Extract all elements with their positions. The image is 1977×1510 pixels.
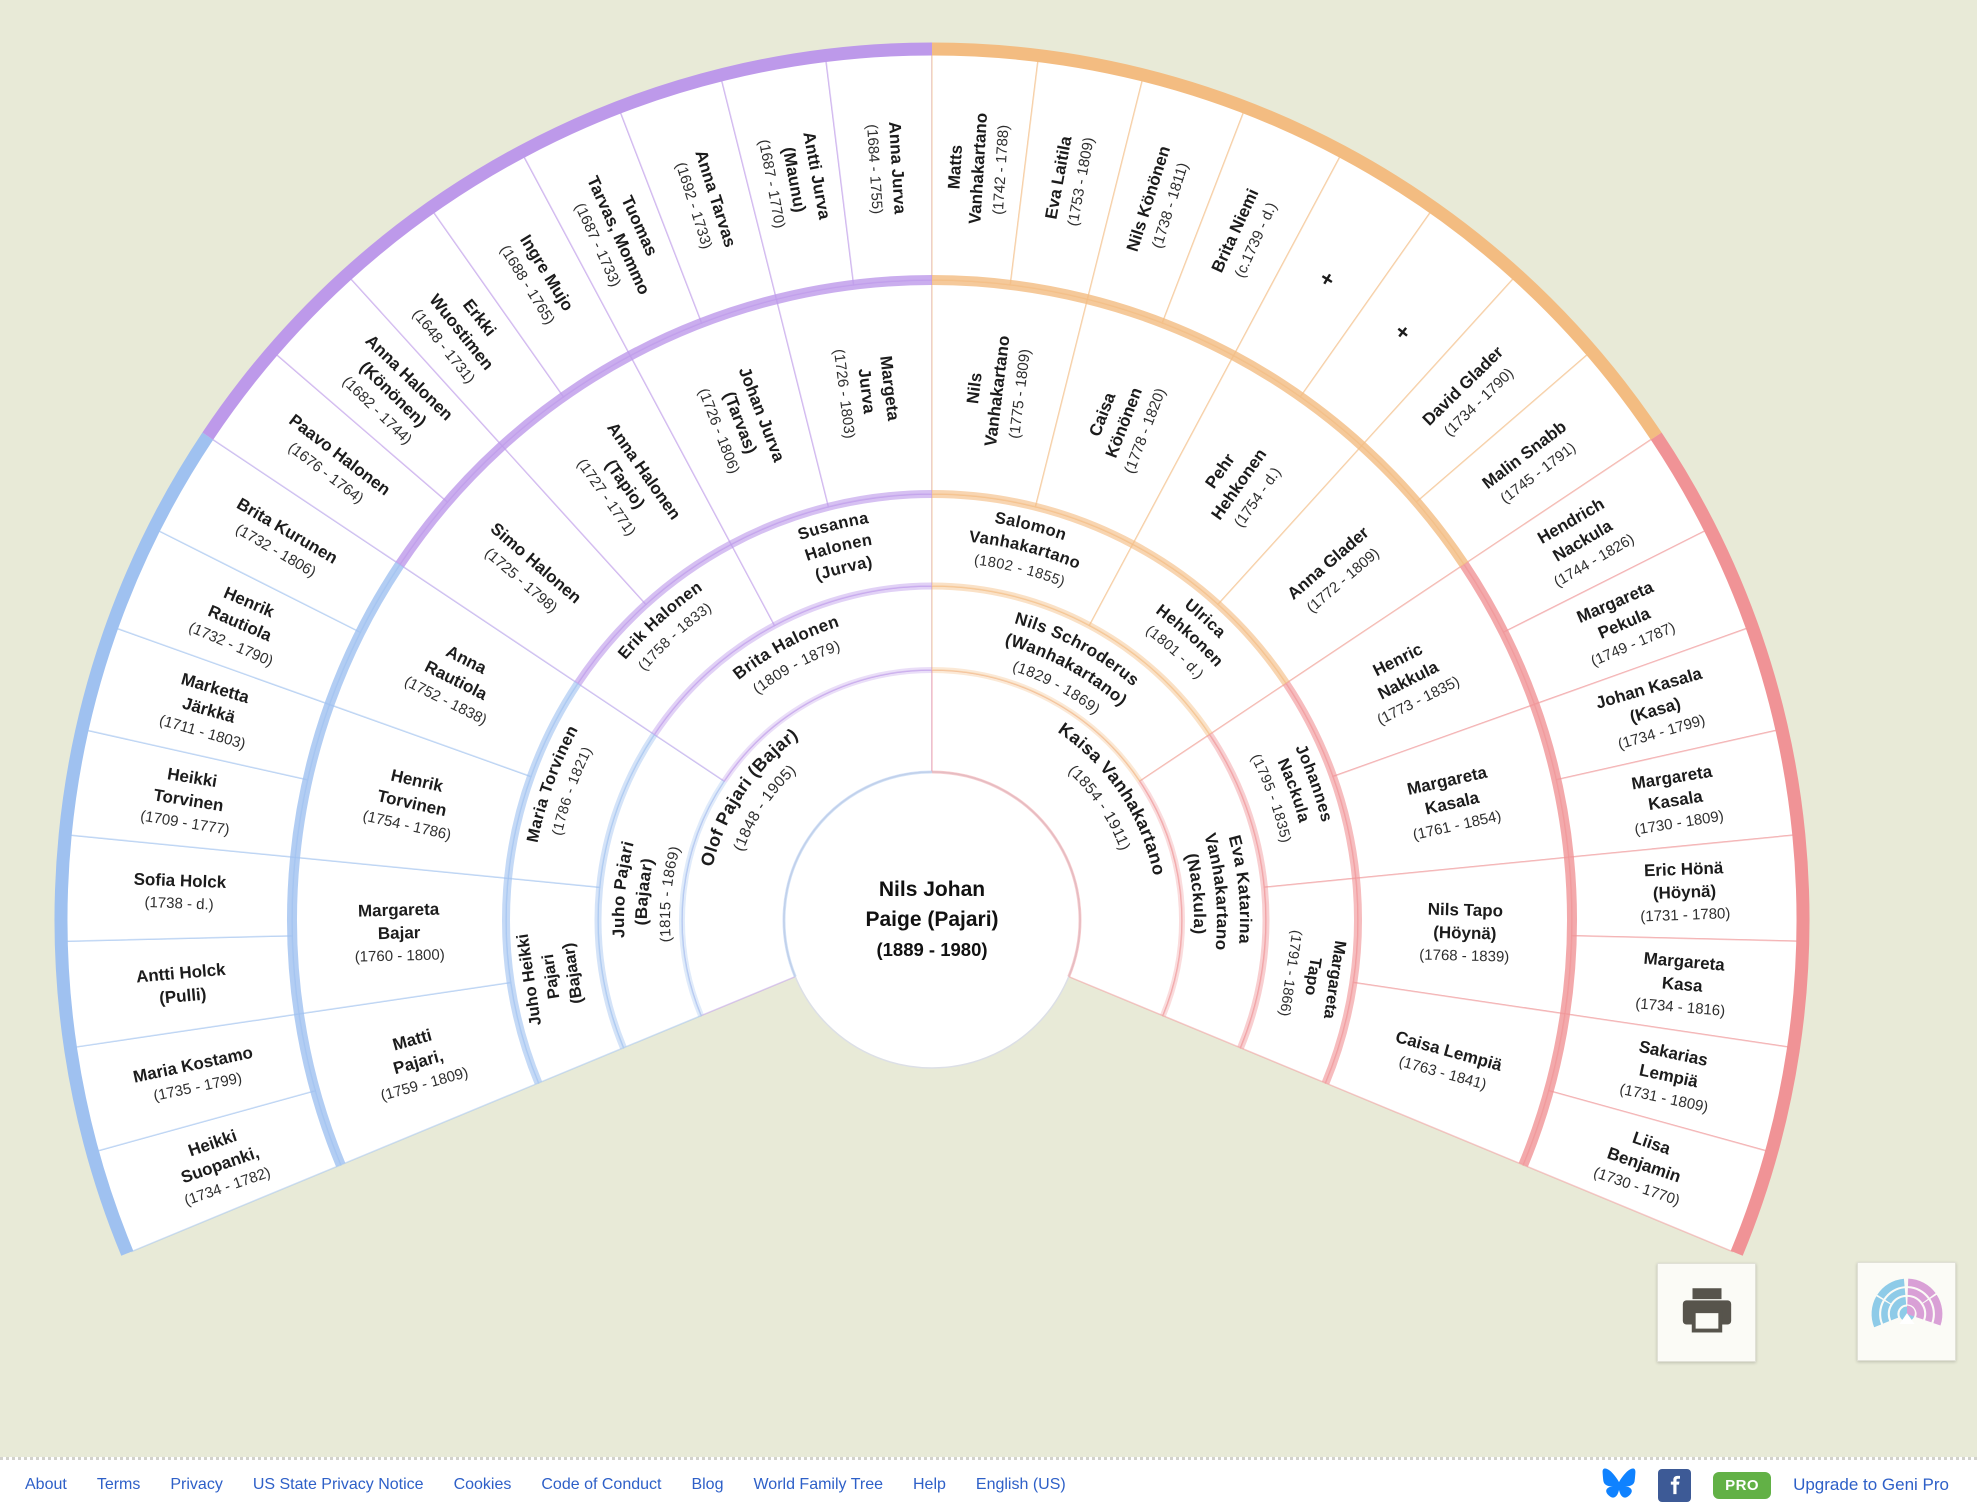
person-label-line: (1760 - 1800) bbox=[354, 946, 444, 965]
person-label-line: Eric Hönä bbox=[1644, 858, 1725, 880]
person-label-line: (1738 - d.) bbox=[144, 894, 214, 914]
footer-link-world-family-tree[interactable]: World Family Tree bbox=[753, 1476, 883, 1493]
person-label-line: (1731 - 1780) bbox=[1640, 905, 1731, 925]
bluesky-icon[interactable] bbox=[1602, 1468, 1636, 1503]
person-label-line: Nils bbox=[963, 372, 986, 405]
footer: About Terms Privacy US State Privacy Not… bbox=[0, 1457, 1977, 1510]
print-button[interactable] bbox=[1657, 1263, 1756, 1362]
footer-link-code-of-conduct[interactable]: Code of Conduct bbox=[541, 1476, 662, 1493]
footer-link-privacy[interactable]: Privacy bbox=[170, 1476, 223, 1493]
person-label-line: Tapo bbox=[1301, 956, 1324, 996]
footer-link-about[interactable]: About bbox=[25, 1476, 67, 1493]
center-person-label: Paige (Pajari) bbox=[865, 908, 998, 931]
print-icon bbox=[1678, 1281, 1736, 1344]
person-label-line: Sofia Holck bbox=[133, 870, 227, 892]
person-label-line: Margareta bbox=[358, 900, 440, 921]
footer-link-cookies[interactable]: Cookies bbox=[453, 1476, 512, 1493]
footer-link-language[interactable]: English (US) bbox=[975, 1476, 1066, 1493]
facebook-icon[interactable] bbox=[1658, 1468, 1692, 1502]
footer-link-blog[interactable]: Blog bbox=[691, 1476, 724, 1493]
upgrade-link[interactable]: Upgrade to Geni Pro bbox=[1793, 1475, 1949, 1494]
center-person-label: Nils Johan bbox=[879, 878, 985, 901]
footer-link-us-state-privacy[interactable]: US State Privacy Notice bbox=[252, 1476, 424, 1493]
person-label-line: (1768 - 1839) bbox=[1419, 946, 1509, 965]
center-person-label: (1889 - 1980) bbox=[876, 939, 987, 960]
fan-view-button[interactable] bbox=[1857, 1262, 1956, 1361]
fan-segments bbox=[65, 53, 1799, 1253]
pro-badge: PRO bbox=[1713, 1471, 1772, 1499]
person-label-line: Nils Tapo bbox=[1428, 900, 1504, 921]
footer-link-terms[interactable]: Terms bbox=[96, 1476, 141, 1493]
footer-link-help[interactable]: Help bbox=[913, 1476, 946, 1493]
center-person-circle[interactable] bbox=[783, 771, 1081, 1069]
person-label-line: (Pulli) bbox=[158, 985, 207, 1008]
person-label-line: Bajar bbox=[378, 923, 421, 943]
fan-view-icon bbox=[1867, 1269, 1947, 1354]
person-label-line: Kasa bbox=[1661, 973, 1704, 995]
person-label-line: (1684 - 1755) bbox=[863, 124, 885, 215]
fan-ring-borders bbox=[54, 42, 1810, 1256]
person-label-line: (Höynä) bbox=[1433, 923, 1497, 944]
person-label-line: Matts bbox=[944, 144, 966, 189]
footer-right: PRO Upgrade to Geni Pro bbox=[1602, 1468, 1949, 1503]
person-label-line: (Höynä) bbox=[1653, 882, 1717, 903]
person-label-line: (1742 - 1788) bbox=[990, 124, 1012, 215]
footer-links: About Terms Privacy US State Privacy Not… bbox=[25, 1476, 1066, 1494]
